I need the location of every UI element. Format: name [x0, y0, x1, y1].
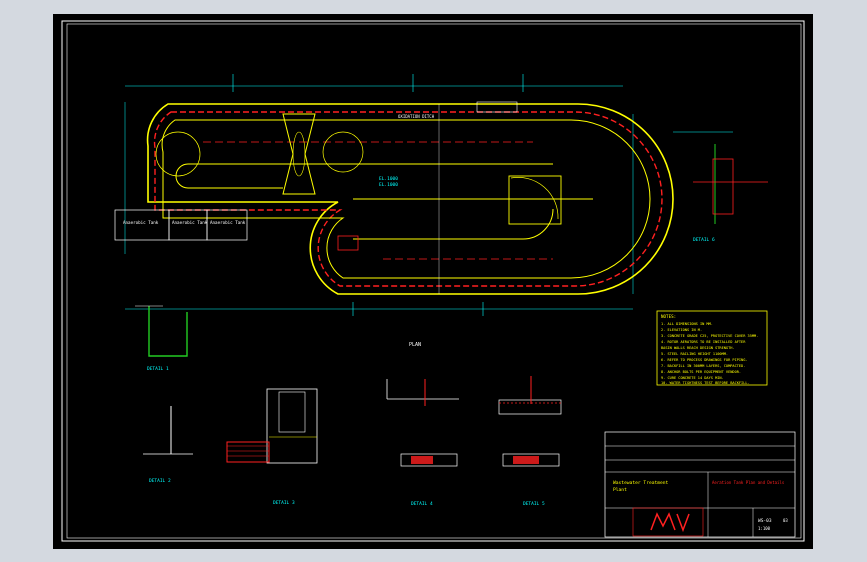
note-line-7: 6. REFER TO PROCESS DRAWINGS FOR PIPING.	[661, 358, 748, 362]
note-line-11: 10. WATER TIGHTNESS TEST BEFORE BACKFILL…	[661, 381, 750, 385]
notes-heading: NOTES:	[661, 314, 676, 319]
inlet-chamber-circle	[155, 131, 201, 177]
outlet-weir-arc	[510, 177, 559, 220]
detail-6-title: DETAIL 6	[693, 237, 715, 243]
flow-centerlines	[203, 141, 553, 260]
title-block: Wastewater Treatment Plant Aeration Tank…	[604, 431, 796, 538]
outer-frame	[61, 20, 805, 542]
inner-frame	[66, 23, 802, 539]
rotor-aerator	[282, 113, 316, 195]
ditch-inner-wall	[161, 119, 651, 279]
note-line-10: 9. CURE CONCRETE 14 DAYS MIN.	[661, 376, 724, 380]
detail-5-title: DETAIL 5	[523, 501, 545, 507]
detail-4-title: DETAIL 4	[411, 501, 433, 507]
drawing-scale: 1:100	[758, 526, 771, 531]
detail-3-title: DETAIL 3	[273, 500, 295, 506]
note-line-5: BASIN WALLS REACH DESIGN STRENGTH.	[661, 346, 735, 350]
ditch-outer-wall	[146, 103, 674, 295]
detail-2-title: DETAIL 2	[149, 478, 171, 484]
detail-3: DETAIL 3	[226, 388, 318, 506]
detail-1-title: DETAIL 1	[147, 366, 169, 372]
top-dimension-line	[125, 74, 623, 92]
elevation-callout-b: EL.1000	[379, 182, 398, 188]
note-line-3: 3. CONCRETE GRADE C25, PROTECTIVE COVER …	[661, 334, 758, 338]
company-logo	[650, 512, 690, 533]
anaerobic-tanks: Anaerobic Tank Anaerobic Tank Anaerobic …	[114, 209, 248, 241]
detail-1: DETAIL 1	[135, 305, 188, 372]
divider-walls	[175, 163, 593, 240]
project-name-line2: Plant	[613, 487, 627, 493]
elevation-callout-a: EL.1000	[379, 176, 398, 182]
note-line-1: 1. ALL DIMENSIONS IN MM.	[661, 322, 713, 326]
note-line-8: 7. BACKFILL IN 300MM LAYERS, COMPACTED.	[661, 364, 745, 368]
drawing-number: WS-03	[758, 518, 772, 524]
drawing-sheet: Anaerobic Tank Anaerobic Tank Anaerobic …	[53, 14, 813, 549]
anaerobic-tank-label-3: Anaerobic Tank	[210, 220, 246, 225]
plan-title: PLAN	[409, 342, 421, 348]
note-line-6: 5. STEEL RAILING HEIGHT 1100MM.	[661, 352, 728, 356]
notes-box: NOTES: 1. ALL DIMENSIONS IN MM. 2. ELEVA…	[656, 310, 768, 386]
control-hut	[476, 101, 518, 113]
note-line-9: 8. ANCHOR BOLTS PER EQUIPMENT VENDOR.	[661, 370, 741, 374]
anaerobic-tank-label-2: Anaerobic Tank	[172, 220, 208, 225]
sheet-number: 03	[783, 518, 788, 523]
detail-5: DETAIL 5	[498, 376, 562, 507]
note-line-4: 4. ROTOR AERATORS TO BE INSTALLED AFTER	[661, 340, 746, 344]
drawing-title: Aeration Tank Plan and Details	[712, 480, 785, 485]
mid-chamber-circle	[322, 131, 364, 173]
aerator-shaft	[292, 131, 306, 177]
detail-4: DETAIL 4	[386, 379, 459, 507]
bottom-dimension-line	[125, 302, 633, 316]
project-name-line1: Wastewater Treatment	[613, 480, 669, 486]
cad-drawing: Anaerobic Tank Anaerobic Tank Anaerobic …	[61, 20, 805, 542]
anaerobic-tank-label-1: Anaerobic Tank	[123, 220, 159, 225]
note-line-2: 2. ELEVATIONS IN M.	[661, 328, 702, 332]
detail-a: DETAIL 6	[673, 131, 768, 243]
small-pump-chamber	[337, 235, 359, 251]
detail-2: DETAIL 2	[143, 406, 193, 484]
oxidation-ditch-callout: OXIDATION DITCH	[398, 114, 435, 119]
outlet-chamber	[508, 175, 562, 225]
